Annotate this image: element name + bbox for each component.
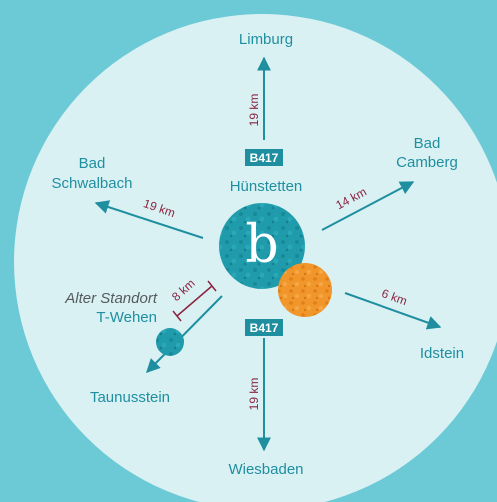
label-taunusstein: Taunusstein bbox=[90, 389, 170, 406]
logo-letter: b bbox=[245, 215, 278, 275]
distance-wiesbaden: 19 km bbox=[247, 378, 261, 411]
arrow-idstein bbox=[344, 292, 442, 330]
label-bad-schwalbach-line2: Schwalbach bbox=[52, 175, 133, 192]
svg-text:B417: B417 bbox=[250, 321, 279, 335]
road-badge-south: B417 bbox=[245, 319, 283, 336]
old-location-distance-bracket bbox=[172, 280, 217, 322]
label-idstein: Idstein bbox=[420, 345, 464, 362]
arrow-bad-camberg bbox=[321, 181, 415, 231]
logo-orange-circle bbox=[278, 263, 332, 317]
taunusstein-marker bbox=[156, 328, 184, 356]
arrow-bad-schwalbach bbox=[94, 200, 204, 239]
label-bad-camberg-line2: Camberg bbox=[396, 154, 458, 171]
label-wiesbaden: Wiesbaden bbox=[228, 461, 303, 478]
label-old-location-line2: T-Wehen bbox=[96, 309, 157, 326]
arrow-taunusstein bbox=[146, 295, 223, 373]
label-bad-schwalbach-line1: Bad bbox=[79, 155, 106, 172]
road-badge-north: B417 bbox=[245, 149, 283, 166]
logo-blue-circle bbox=[219, 203, 305, 289]
svg-text:B417: B417 bbox=[250, 151, 279, 165]
label-limburg: Limburg bbox=[239, 31, 293, 48]
center-label: Hünstetten bbox=[230, 178, 303, 195]
label-old-location-line1: Alter Standort bbox=[64, 290, 158, 307]
label-bad-camberg-line1: Bad bbox=[414, 135, 441, 152]
distance-limburg: 19 km bbox=[247, 94, 261, 127]
